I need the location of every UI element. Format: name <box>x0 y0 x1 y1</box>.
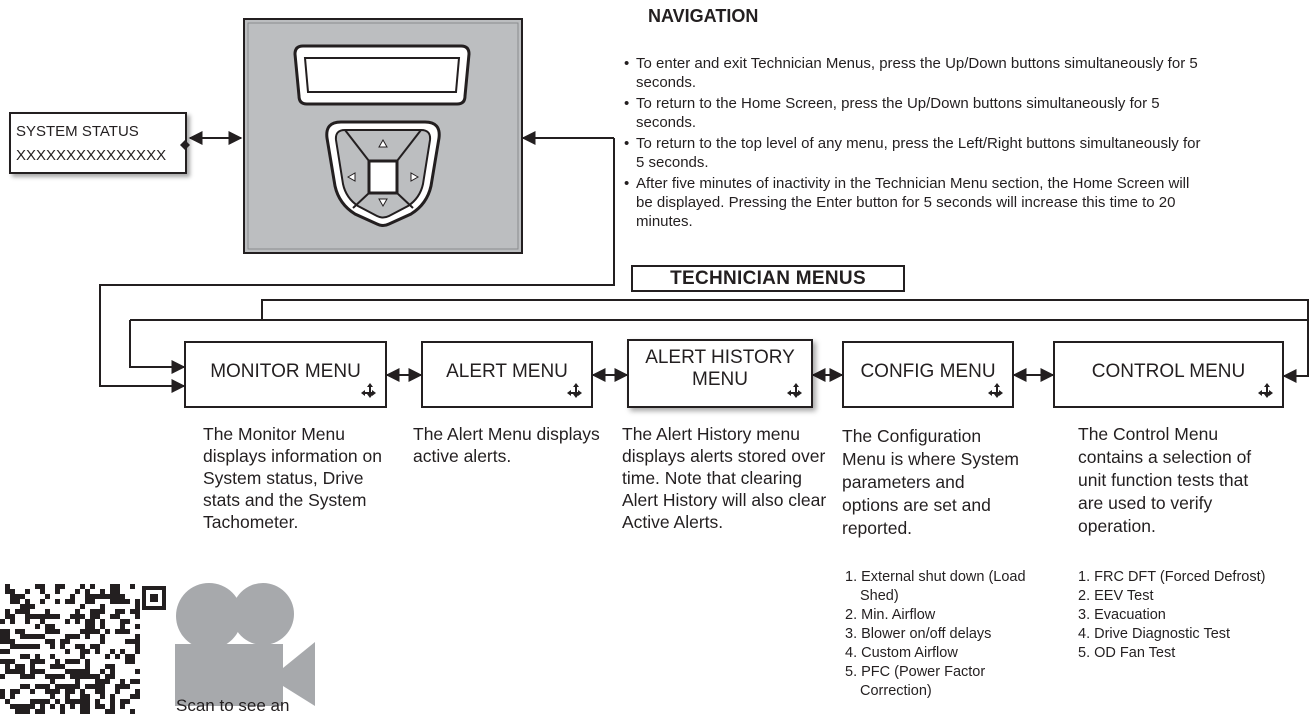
navigation-list: •To enter and exit Technician Menus, pre… <box>624 54 1204 233</box>
move-arrows-icon <box>1258 383 1273 398</box>
alert-menu-box[interactable]: ALERT MENU <box>421 341 593 408</box>
display-window <box>293 44 471 106</box>
status-line-1: SYSTEM STATUS <box>16 123 139 140</box>
monitor-menu-label: MONITOR MENU <box>210 361 361 382</box>
monitor-menu-description: The Monitor Menu displays information on… <box>203 424 382 532</box>
monitor-menu-box[interactable]: MONITOR MENU <box>184 341 387 408</box>
list-item: 4. Drive Diagnostic Test <box>1078 626 1231 642</box>
control-menu-description: The Control Menu contains a selection of… <box>1078 424 1252 536</box>
keypad-panel <box>243 18 523 254</box>
config-menu-items: 1. External shut down (Load Shed) 2. Min… <box>845 568 1030 701</box>
control-menu-box[interactable]: CONTROL MENU <box>1053 341 1284 408</box>
scan-caption: Scan to see an <box>176 696 290 715</box>
system-status-screen: SYSTEM STATUS XXXXXXXXXXXXXXX <box>9 112 190 174</box>
qr-code[interactable] <box>0 582 170 714</box>
list-item: 5. PFC (Power Factor Correction) <box>845 664 986 699</box>
move-arrows-icon <box>567 383 582 398</box>
list-item: 4. Custom Airflow <box>845 645 958 661</box>
directional-pad <box>325 120 441 227</box>
alert-menu-description: The Alert Menu displays active alerts. <box>413 424 600 466</box>
list-item: 1. External shut down (Load Shed) <box>845 569 1026 604</box>
control-menu-label: CONTROL MENU <box>1091 361 1246 382</box>
navigation-bullet: •After five minutes of inactivity in the… <box>624 175 1190 230</box>
config-menu-label: CONFIG MENU <box>860 361 996 382</box>
move-arrows-icon <box>988 383 1003 398</box>
list-item: 3. Evacuation <box>1078 607 1166 623</box>
list-item: 3. Blower on/off delays <box>845 626 992 642</box>
move-arrows-icon <box>361 383 376 398</box>
technician-menus-title: TECHNICIAN MENUS <box>631 265 905 292</box>
alert-history-menu-description: The Alert History menu displays alerts s… <box>622 424 827 532</box>
navigation-bullet: •To enter and exit Technician Menus, pre… <box>624 55 1198 91</box>
navigation-bullet: •To return to the top level of any menu,… <box>624 135 1201 171</box>
alert-menu-label: ALERT MENU <box>446 361 568 382</box>
list-item: 2. EEV Test <box>1078 588 1154 604</box>
status-line-2: XXXXXXXXXXXXXXX <box>16 147 167 164</box>
alert-history-menu-label-1: ALERT HISTORY <box>645 347 795 368</box>
list-item: 2. Min. Airflow <box>845 607 936 623</box>
alert-history-menu-box[interactable]: ALERT HISTORY MENU <box>627 339 813 408</box>
list-item: 1. FRC DFT (Forced Defrost) <box>1078 569 1266 585</box>
navigation-title: NAVIGATION <box>648 6 759 26</box>
navigation-bullet: •To return to the Home Screen, press the… <box>624 95 1160 131</box>
alert-history-menu-label-2: MENU <box>692 369 748 390</box>
scroll-diamond-icon <box>180 140 190 150</box>
config-menu-description: The Configuration Menu is where System p… <box>842 426 1020 538</box>
video-camera-icon <box>175 583 315 706</box>
move-arrows-icon <box>787 383 802 398</box>
config-menu-box[interactable]: CONFIG MENU <box>842 341 1014 408</box>
list-item: 5. OD Fan Test <box>1078 645 1176 661</box>
control-menu-items: 1. FRC DFT (Forced Defrost) 2. EEV Test … <box>1078 568 1293 663</box>
